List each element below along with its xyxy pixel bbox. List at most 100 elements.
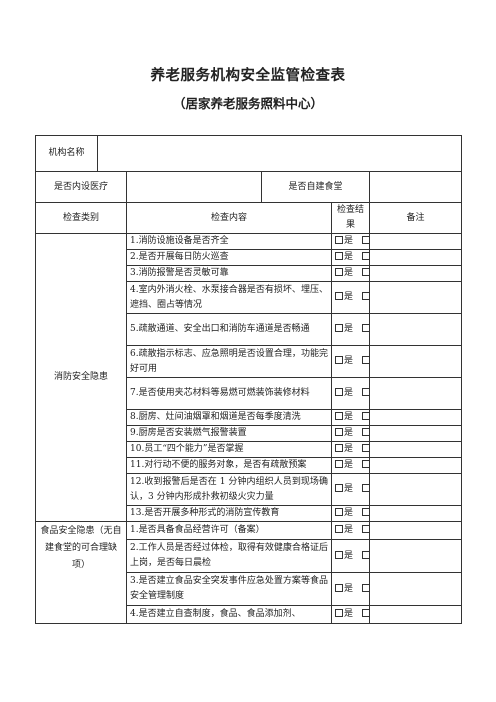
checkbox-icon[interactable] bbox=[362, 412, 369, 420]
yes-option[interactable]: 是 bbox=[335, 268, 353, 278]
no-option[interactable]: 否 bbox=[362, 550, 369, 561]
checkbox-icon[interactable] bbox=[335, 388, 343, 396]
no-option[interactable]: 否 bbox=[362, 460, 369, 470]
checkbox-icon[interactable] bbox=[362, 550, 369, 559]
note-cell[interactable] bbox=[368, 249, 463, 266]
institution-name-field[interactable] bbox=[96, 135, 463, 172]
yes-option[interactable]: 是 bbox=[335, 460, 353, 470]
checkbox-icon[interactable] bbox=[362, 428, 369, 436]
own-canteen-field[interactable] bbox=[368, 171, 463, 203]
checkbox-icon[interactable] bbox=[335, 583, 343, 592]
check-item: 1.是否具备食品经营许可（备案） bbox=[126, 521, 332, 540]
note-cell[interactable] bbox=[368, 377, 463, 410]
no-option[interactable]: 否 bbox=[362, 444, 369, 454]
header-category: 检查类别 bbox=[35, 202, 127, 234]
checkbox-icon[interactable] bbox=[362, 508, 369, 516]
checkbox-icon[interactable] bbox=[335, 460, 343, 468]
yes-option[interactable]: 是 bbox=[335, 444, 353, 454]
no-option[interactable]: 否 bbox=[362, 428, 369, 438]
checkbox-icon[interactable] bbox=[335, 412, 343, 420]
no-option[interactable]: 否 bbox=[362, 583, 369, 594]
checkbox-icon[interactable] bbox=[335, 609, 343, 617]
checkbox-icon[interactable] bbox=[335, 525, 343, 533]
note-cell[interactable] bbox=[368, 457, 463, 474]
checkbox-icon[interactable] bbox=[362, 609, 369, 617]
yes-option[interactable]: 是 bbox=[335, 583, 353, 594]
yes-option[interactable]: 是 bbox=[335, 252, 353, 262]
checkbox-icon[interactable] bbox=[362, 236, 369, 244]
note-cell[interactable] bbox=[368, 409, 463, 426]
yes-option[interactable]: 是 bbox=[335, 525, 353, 535]
checkbox-icon[interactable] bbox=[362, 583, 369, 592]
yes-option[interactable]: 是 bbox=[335, 428, 353, 438]
note-cell[interactable] bbox=[368, 521, 463, 540]
header-content: 检查内容 bbox=[126, 202, 332, 234]
result-options: 是否 bbox=[331, 457, 370, 474]
checkbox-icon[interactable] bbox=[335, 292, 343, 300]
no-option[interactable]: 否 bbox=[362, 412, 369, 422]
yes-option[interactable]: 是 bbox=[335, 508, 353, 518]
checkbox-icon[interactable] bbox=[362, 484, 369, 492]
checkbox-icon[interactable] bbox=[362, 292, 369, 300]
no-option[interactable]: 否 bbox=[362, 508, 369, 518]
result-options: 是否 bbox=[331, 425, 370, 442]
checkbox-icon[interactable] bbox=[362, 324, 369, 332]
checkbox-icon[interactable] bbox=[335, 484, 343, 492]
note-cell[interactable] bbox=[368, 233, 463, 250]
note-cell[interactable] bbox=[368, 539, 463, 573]
yes-option[interactable]: 是 bbox=[335, 356, 353, 366]
no-option[interactable]: 否 bbox=[362, 525, 369, 535]
no-option[interactable]: 否 bbox=[362, 356, 369, 366]
note-cell[interactable] bbox=[368, 473, 463, 506]
note-cell[interactable] bbox=[368, 265, 463, 282]
checkbox-icon[interactable] bbox=[362, 252, 369, 260]
note-cell[interactable] bbox=[368, 441, 463, 458]
note-cell[interactable] bbox=[368, 425, 463, 442]
check-item: 1.消防设施设备是否齐全 bbox=[126, 233, 332, 250]
no-option[interactable]: 否 bbox=[362, 324, 369, 334]
checkbox-icon[interactable] bbox=[335, 324, 343, 332]
table-row: 12.收到报警后是否在 1 分钟内组织人员到现场确认，3 分钟内形成扑救初级火灾… bbox=[36, 473, 463, 506]
option-label: 是 bbox=[344, 268, 354, 278]
no-option[interactable]: 否 bbox=[362, 252, 369, 262]
checkbox-icon[interactable] bbox=[335, 428, 343, 436]
checkbox-icon[interactable] bbox=[335, 252, 343, 260]
no-option[interactable]: 否 bbox=[362, 268, 369, 278]
yes-option[interactable]: 是 bbox=[335, 292, 353, 302]
option-label: 是 bbox=[344, 484, 354, 494]
internal-medical-field[interactable] bbox=[126, 171, 262, 203]
no-option[interactable]: 否 bbox=[362, 388, 369, 398]
yes-option[interactable]: 是 bbox=[335, 484, 353, 494]
note-cell[interactable] bbox=[368, 505, 463, 522]
checkbox-icon[interactable] bbox=[362, 444, 369, 452]
note-cell[interactable] bbox=[368, 605, 463, 624]
yes-option[interactable]: 是 bbox=[335, 609, 353, 619]
checkbox-icon[interactable] bbox=[335, 236, 343, 244]
checkbox-icon[interactable] bbox=[362, 460, 369, 468]
table-header-row: 检查类别 检查内容 检查结果 备注 bbox=[35, 202, 463, 234]
yes-option[interactable]: 是 bbox=[335, 550, 353, 561]
checkbox-icon[interactable] bbox=[362, 388, 369, 396]
note-cell[interactable] bbox=[368, 345, 463, 378]
note-cell[interactable] bbox=[368, 572, 463, 606]
no-option[interactable]: 否 bbox=[362, 484, 369, 494]
checkbox-icon[interactable] bbox=[362, 268, 369, 276]
yes-option[interactable]: 是 bbox=[335, 388, 353, 398]
checkbox-icon[interactable] bbox=[335, 550, 343, 559]
no-option[interactable]: 否 bbox=[362, 236, 369, 246]
yes-option[interactable]: 是 bbox=[335, 324, 353, 334]
checkbox-icon[interactable] bbox=[362, 525, 369, 533]
checkbox-icon[interactable] bbox=[335, 356, 343, 364]
note-cell[interactable] bbox=[368, 313, 463, 346]
checkbox-icon[interactable] bbox=[362, 356, 369, 364]
checkbox-icon[interactable] bbox=[335, 508, 343, 516]
yes-option[interactable]: 是 bbox=[335, 412, 353, 422]
yes-option[interactable]: 是 bbox=[335, 236, 353, 246]
no-option[interactable]: 否 bbox=[362, 609, 369, 619]
note-cell[interactable] bbox=[368, 281, 463, 314]
no-option[interactable]: 否 bbox=[362, 292, 369, 302]
institution-name-label: 机构名称 bbox=[35, 135, 98, 172]
check-item: 5.疏散通道、安全出口和消防车通道是否畅通 bbox=[126, 313, 332, 346]
checkbox-icon[interactable] bbox=[335, 268, 343, 276]
checkbox-icon[interactable] bbox=[335, 444, 343, 452]
